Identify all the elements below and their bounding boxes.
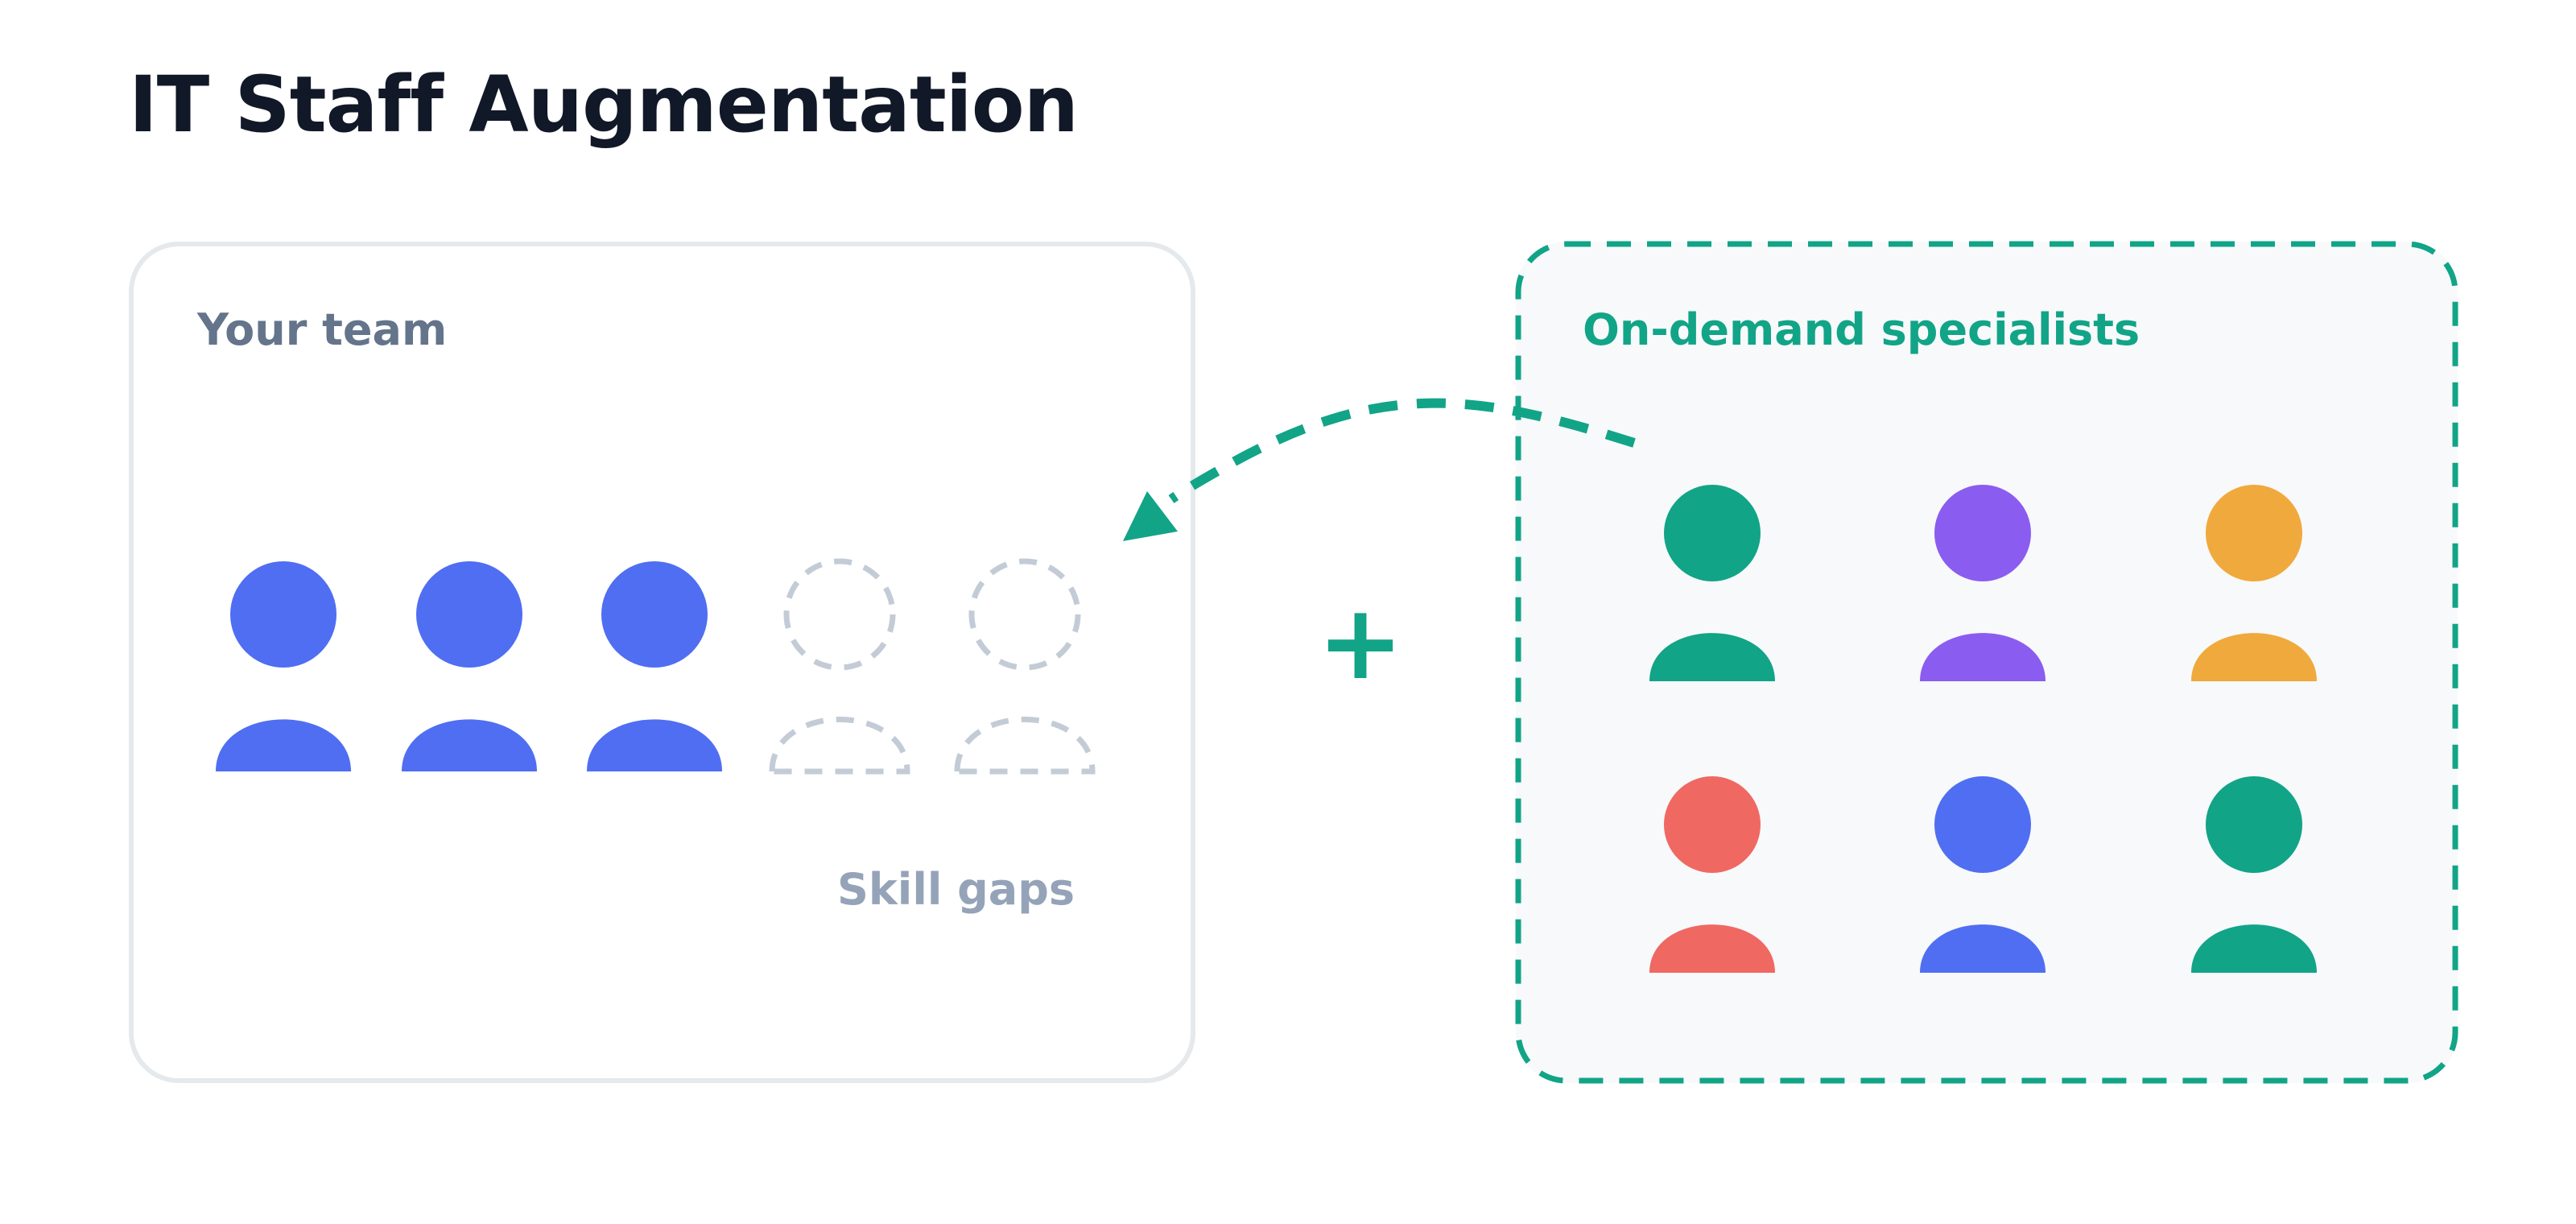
specialists-panel: [1516, 242, 2458, 1083]
skill-gaps-label: Skill gaps: [837, 864, 1075, 915]
your-team-panel: [129, 242, 1195, 1083]
specialists-label: On-demand specialists: [1583, 304, 2140, 355]
page-title: IT Staff Augmentation: [129, 60, 1079, 150]
your-team-label: Your team: [197, 304, 448, 355]
plus-icon: +: [1317, 583, 1403, 703]
